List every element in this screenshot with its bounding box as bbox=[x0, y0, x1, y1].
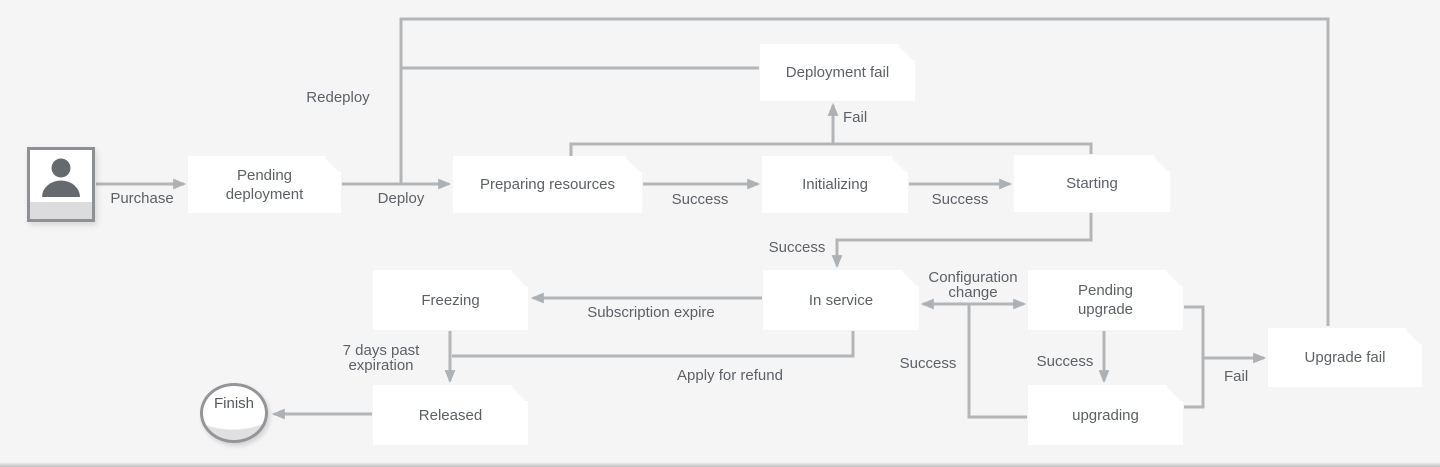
edge-label-deploy: Deploy bbox=[377, 190, 425, 207]
node-pending-upgrade: Pending upgrade bbox=[1028, 270, 1183, 330]
node-freezing: Freezing bbox=[373, 270, 528, 330]
node-upgrade-fail: Upgrade fail bbox=[1268, 328, 1422, 387]
edge-label-fail-upgrade: Fail bbox=[1224, 368, 1249, 385]
node-label: Upgrade fail bbox=[1304, 349, 1386, 366]
edge-apply-refund bbox=[452, 331, 855, 358]
person-icon bbox=[42, 158, 80, 197]
node-starting: Starting bbox=[1014, 155, 1170, 212]
edge-label-purchase: Purchase bbox=[110, 190, 174, 207]
edge-label-fail-deployment: Fail bbox=[843, 109, 868, 126]
edge-label-success-preparing: Success bbox=[671, 191, 729, 208]
edge-success-starting bbox=[831, 213, 1093, 269]
edge-fail-bus bbox=[569, 142, 1093, 156]
edge-label-apply-refund: Apply for refund bbox=[677, 367, 783, 384]
node-label: upgrading bbox=[1072, 406, 1139, 424]
node-label: Freezing bbox=[421, 291, 480, 309]
node-label: Finish bbox=[213, 395, 254, 412]
node-finish: Finish bbox=[200, 383, 268, 443]
node-label: Starting bbox=[1066, 175, 1118, 192]
edge-upgrade-fail-bracket bbox=[1184, 305, 1205, 409]
node-label: Released bbox=[418, 406, 483, 424]
user-node bbox=[27, 147, 95, 222]
edge-label-configuration-change: Configuration change bbox=[928, 269, 1018, 301]
node-label: Pending deployment bbox=[225, 166, 304, 203]
node-deployment-fail: Deployment fail bbox=[760, 44, 915, 101]
node-preparing-resources: Preparing resources bbox=[453, 156, 642, 213]
photo-strip bbox=[30, 202, 92, 219]
edge-upgrading-return bbox=[967, 305, 1027, 419]
node-initializing: Initializing bbox=[762, 156, 908, 213]
edge-label-success-upgrading-return: Success bbox=[899, 355, 957, 372]
node-label: Pending upgrade bbox=[1077, 282, 1134, 318]
node-label: Preparing resources bbox=[479, 176, 616, 193]
bottom-edge-shadow bbox=[0, 462, 1440, 467]
node-released: Released bbox=[373, 385, 528, 445]
edge-label-redeploy: Redeploy bbox=[306, 89, 370, 106]
edge-redeploy-from-upgrade-fail bbox=[399, 17, 1330, 326]
node-pending-deployment: Pending deployment bbox=[188, 156, 341, 213]
edge-label-success-pending-upgrade: Success bbox=[1036, 353, 1094, 370]
node-label: Deployment fail bbox=[785, 64, 890, 81]
node-upgrading: upgrading bbox=[1028, 385, 1183, 445]
node-label: In service bbox=[808, 291, 874, 309]
node-label: Initializing bbox=[802, 176, 868, 193]
edge-label-seven-days: 7 days past expiration bbox=[342, 342, 420, 374]
edge-label-success-initializing: Success bbox=[931, 191, 989, 208]
edge-label-success-starting: Success bbox=[768, 239, 826, 256]
node-in-service: In service bbox=[763, 270, 919, 330]
edge-label-subscription-expire: Subscription expire bbox=[587, 304, 715, 321]
